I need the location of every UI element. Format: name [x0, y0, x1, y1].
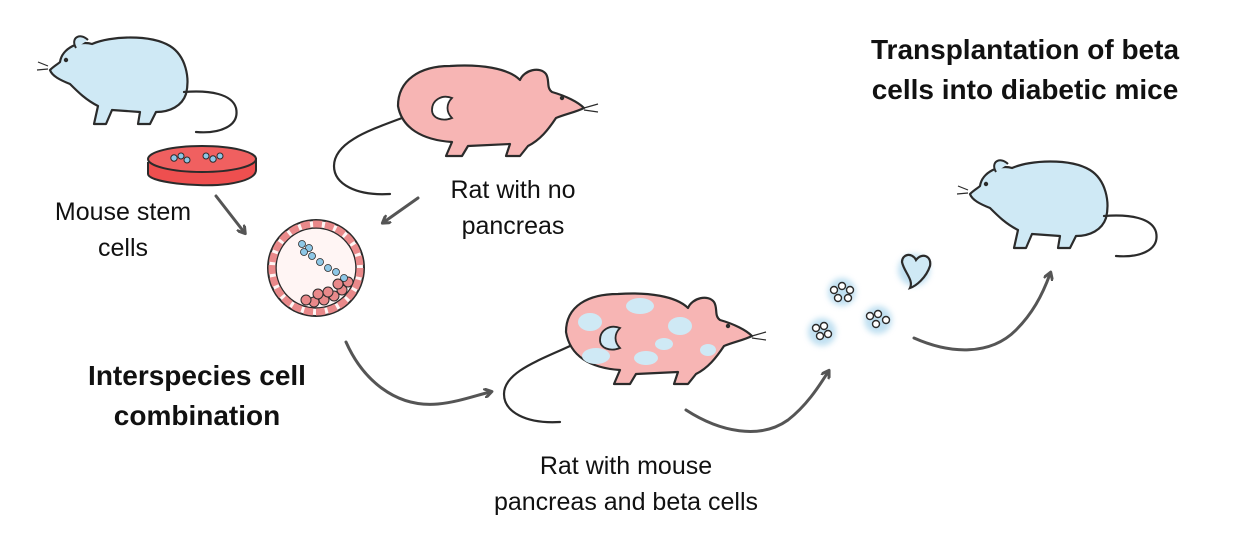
arrow-chimera-to-cells: [684, 372, 828, 433]
interspecies-heading: Interspecies cell combination: [62, 356, 332, 436]
label-line: pancreas: [461, 212, 565, 240]
chimera-rat-icon: [502, 292, 767, 424]
label-line: Rat with no: [450, 176, 576, 204]
pancreas-icon: [900, 253, 932, 290]
rat-no-pancreas-icon: [332, 64, 599, 196]
arrow-cells-to-mouse: [912, 274, 1050, 352]
mouse-stem-cells-label: Mouse stem cells: [28, 194, 218, 266]
arrow-stem-to-blastocyst: [214, 194, 244, 232]
arrow-blastocyst-to-chimera: [344, 340, 490, 406]
label-line: combination: [113, 400, 281, 431]
rat-mouse-pancreas-label: Rat with mouse pancreas and beta cells: [456, 448, 796, 520]
label-line: cells into diabetic mice: [871, 74, 1179, 105]
label-line: pancreas and beta cells: [493, 488, 759, 516]
arrow-rat-to-blastocyst: [384, 196, 420, 222]
label-line: Rat with mouse: [539, 452, 713, 480]
beta-cell-cluster-icon: [808, 253, 932, 346]
label-line: Mouse stem: [54, 198, 192, 226]
rat-no-pancreas-label: Rat with no pancreas: [418, 172, 608, 244]
transplantation-heading: Transplantation of beta cells into diabe…: [830, 30, 1220, 110]
pancreas-icon: [599, 325, 622, 351]
donor-mouse-icon: [36, 35, 238, 134]
label-line: Interspecies cell: [88, 360, 306, 391]
pancreas-gap-icon: [431, 95, 454, 121]
petri-dish-icon: [147, 145, 257, 187]
label-line: cells: [97, 234, 148, 262]
arrow-icon: [214, 194, 1050, 433]
blastocyst-icon: [267, 219, 365, 317]
label-line: Transplantation of beta: [870, 34, 1180, 65]
diabetic-mouse-icon: [956, 159, 1158, 258]
